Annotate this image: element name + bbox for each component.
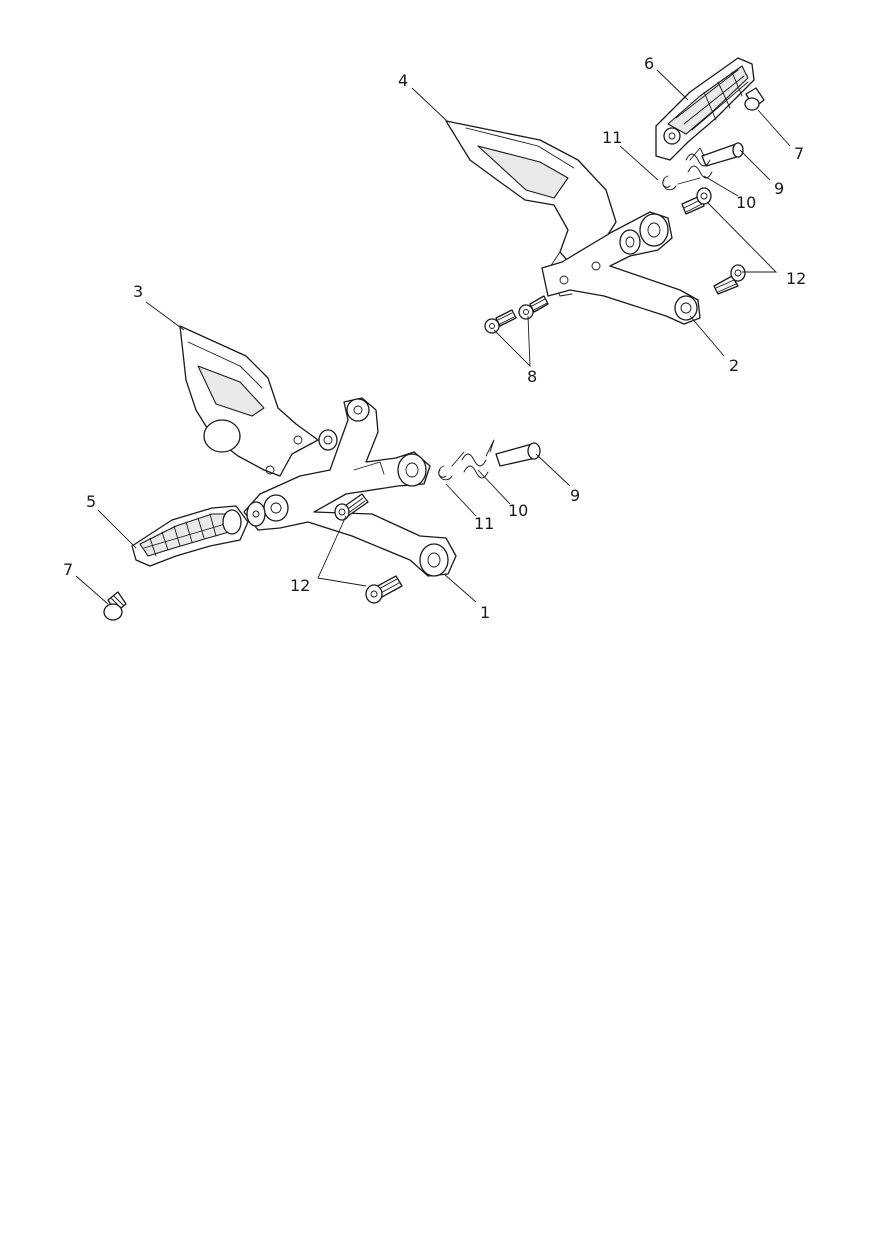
cap-screw-upper-b (713, 264, 746, 295)
callout-8: 8 (527, 367, 537, 386)
clip-lower (438, 465, 453, 481)
callout-9-bottom: 9 (570, 486, 580, 505)
heel-guard-upper (445, 120, 617, 297)
footpeg-lower (131, 501, 266, 567)
upper-assembly (445, 57, 765, 334)
hanger-bracket-lower (243, 397, 457, 577)
cap-screw-lower-b (365, 575, 403, 604)
screw-8a (484, 309, 517, 334)
callout-4: 4 (398, 71, 408, 90)
cap-screw-upper-a (681, 187, 712, 215)
callout-9-top: 9 (774, 179, 784, 198)
callout-10-top: 10 (736, 193, 756, 212)
stop-bolt-upper (744, 87, 765, 111)
leader-lines (75, 69, 791, 605)
footpeg-upper (655, 57, 755, 161)
callout-7-bottom: 7 (63, 560, 73, 579)
cap-screw-lower-a (334, 493, 369, 521)
callout-1: 1 (480, 603, 490, 622)
callout-2: 2 (729, 356, 739, 375)
stop-bolt-lower (103, 591, 127, 621)
callout-7-top: 7 (794, 144, 804, 163)
screw-8b (518, 295, 549, 320)
callout-11-top: 11 (602, 128, 622, 147)
callout-6: 6 (644, 54, 654, 73)
callout-5: 5 (86, 492, 96, 511)
hanger-bracket-upper (541, 211, 701, 325)
spring-upper (677, 147, 713, 185)
callout-labels: 4 6 7 11 9 10 12 2 8 3 5 7 9 10 11 12 1 (63, 54, 806, 622)
callout-3: 3 (133, 282, 143, 301)
lower-assembly (103, 325, 541, 621)
pivot-pin-lower (495, 442, 541, 467)
spring-lower (451, 439, 495, 479)
callout-12-top: 12 (786, 269, 806, 288)
pivot-pin-upper (701, 142, 744, 167)
callout-11-bottom: 11 (474, 514, 494, 533)
clip-upper (662, 175, 677, 191)
callout-12-bottom: 12 (290, 576, 310, 595)
callout-10-bottom: 10 (508, 501, 528, 520)
heel-guard-lower (179, 325, 319, 477)
